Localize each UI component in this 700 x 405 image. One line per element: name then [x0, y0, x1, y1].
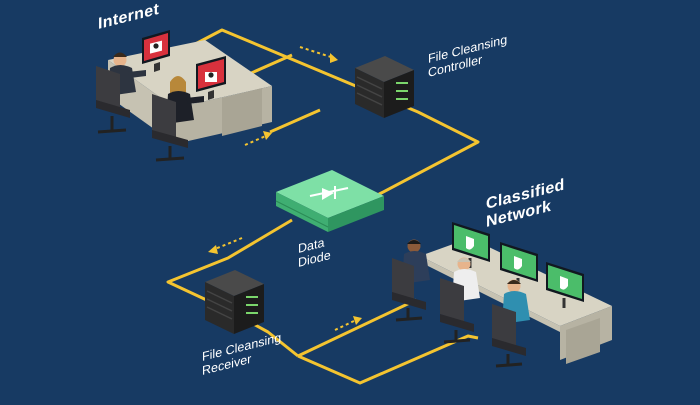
dashed-arrow-icon	[244, 134, 269, 146]
arrowhead-icon	[330, 53, 338, 63]
line-bottom-loop	[297, 334, 479, 385]
shield-check-icon	[514, 256, 522, 270]
office-chair	[96, 66, 130, 134]
warning-skull-icon	[150, 40, 162, 54]
office-chair	[440, 278, 474, 344]
dashed-arrow-icon	[299, 46, 335, 59]
flow-arrows	[208, 46, 362, 331]
internet-workstation	[96, 30, 272, 162]
classified-monitor	[500, 242, 538, 288]
arrowhead-icon	[263, 131, 272, 140]
diode-symbol-icon	[309, 186, 349, 200]
server-led-icon	[246, 296, 258, 314]
line-diode-to-receiver	[166, 218, 299, 358]
classified-monitor	[546, 262, 584, 308]
server-led-icon	[396, 82, 408, 100]
classified-workstation	[392, 222, 612, 368]
dashed-arrow-icon	[214, 237, 243, 250]
arrowhead-icon	[353, 316, 362, 325]
server-slots	[356, 76, 383, 106]
office-chair	[492, 304, 526, 368]
line-desk-side	[269, 108, 321, 134]
file-cleansing-controller-server	[355, 56, 414, 118]
arrowhead-icon	[208, 245, 218, 254]
shield-check-icon	[560, 276, 568, 290]
office-chair	[152, 94, 188, 162]
line-receiver-to-classified	[297, 298, 417, 358]
internet-desk-pedestal	[222, 88, 262, 136]
internet-monitor	[142, 30, 170, 72]
connection-lines	[166, 28, 480, 385]
warning-skull-icon	[205, 72, 217, 82]
internet-user	[166, 76, 204, 124]
file-cleansing-receiver-server	[205, 270, 264, 334]
office-chair	[392, 258, 426, 322]
data-diode-device	[275, 170, 384, 232]
dashed-arrow-icon	[334, 319, 357, 331]
line-internet-to-controller	[179, 28, 480, 202]
internet-monitor	[196, 56, 226, 100]
server-slots	[206, 290, 233, 320]
shield-check-icon	[466, 236, 474, 250]
classified-monitor	[452, 222, 490, 268]
classified-desk-pedestal	[566, 318, 600, 364]
